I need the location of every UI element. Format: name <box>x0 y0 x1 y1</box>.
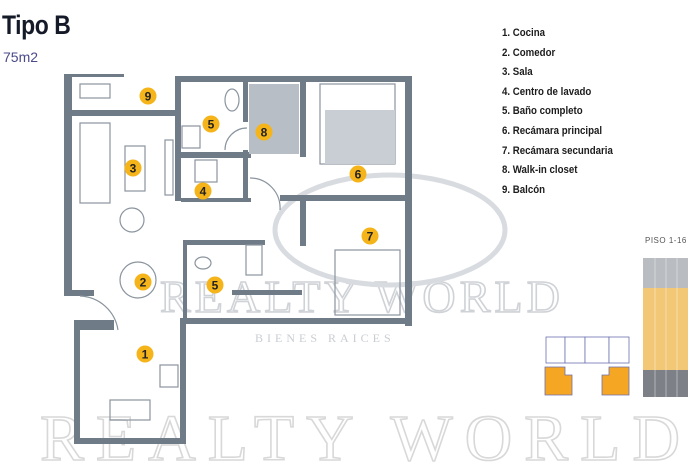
bed-cover <box>325 110 395 164</box>
shower-icon <box>245 244 263 276</box>
legend-item: 1. Cocina <box>502 27 546 39</box>
stove-icon <box>159 364 179 388</box>
room-marker: 2 <box>134 273 152 291</box>
legend-item: 4. Centro de lavado <box>502 85 592 98</box>
sofa-icon <box>79 122 111 204</box>
marker-circle <box>124 159 142 177</box>
marker-number: 9 <box>145 90 152 104</box>
room-markers: 9 5 8 3 4 6 7 2 5 1 <box>124 87 379 363</box>
tv-console-icon <box>164 139 174 196</box>
room-marker: 3 <box>124 159 142 177</box>
legend-item: 7. Recámara secundaria <box>502 144 613 157</box>
marker-circle <box>139 87 157 105</box>
svg-text:REALTY WORLD: REALTY WORLD <box>160 271 560 322</box>
marker-number: 8 <box>261 126 268 140</box>
marker-circle <box>206 276 224 294</box>
floors-label: PISO 1-16 <box>645 236 687 245</box>
room-marker: 5 <box>206 276 224 294</box>
marker-number: 5 <box>208 118 215 132</box>
legend-item: 3. Sala <box>502 66 533 79</box>
balcony-unit-icon <box>79 83 111 99</box>
legend-item: 8. Walk-in closet <box>502 164 578 177</box>
marker-number: 1 <box>142 348 149 362</box>
svg-text:BIENES RAICES: BIENES RAICES <box>255 331 395 345</box>
marker-number: 6 <box>355 168 362 182</box>
legend-item: 2. Comedor <box>502 46 556 59</box>
marker-circle <box>349 165 367 183</box>
legend-item: 9. Balcón <box>502 183 546 196</box>
shower-icon <box>181 125 201 149</box>
single-bed-icon <box>334 249 401 316</box>
marker-number: 5 <box>212 279 219 293</box>
marker-circle <box>136 345 154 363</box>
unit-type-title: Tipo B <box>2 10 71 40</box>
legend-item: 6. Recámara principal <box>502 124 603 137</box>
room-marker: 9 <box>139 87 157 105</box>
unit-area: 75m2 <box>3 49 39 65</box>
marker-number: 3 <box>130 162 137 176</box>
room-marker: 7 <box>361 227 379 245</box>
washer-icon <box>194 159 218 183</box>
svg-text:REALTY WORLD: REALTY WORLD <box>40 402 680 466</box>
sink-icon <box>109 399 151 421</box>
toilet-icon <box>224 88 240 112</box>
closet-shelves <box>249 84 299 154</box>
room-marker: 5 <box>202 115 220 133</box>
marker-circle <box>134 273 152 291</box>
room-marker: 6 <box>349 165 367 183</box>
dining-table-icon <box>119 261 157 299</box>
marker-circle <box>361 227 379 245</box>
marker-circle <box>194 182 212 200</box>
tower-elevation <box>643 258 688 397</box>
room-marker: 8 <box>255 123 273 141</box>
marker-number: 2 <box>140 276 147 290</box>
building-key-plan <box>544 336 630 396</box>
door-swing-icon <box>79 295 119 331</box>
toilet-icon <box>194 256 212 270</box>
room-legend: 1. Cocina 2. Comedor 3. Sala 4. Centro d… <box>502 27 628 203</box>
door-swing-icon <box>224 127 248 151</box>
room-marker: 4 <box>194 182 212 200</box>
walls <box>64 74 412 444</box>
marker-circle <box>202 115 220 133</box>
legend-item: 5. Baño completo <box>502 105 583 118</box>
armchair-icon <box>119 207 145 233</box>
room-marker: 1 <box>136 345 154 363</box>
door-swing-icon <box>249 177 281 211</box>
marker-number: 4 <box>200 185 207 199</box>
marker-circle <box>255 123 273 141</box>
marker-number: 7 <box>367 230 374 244</box>
